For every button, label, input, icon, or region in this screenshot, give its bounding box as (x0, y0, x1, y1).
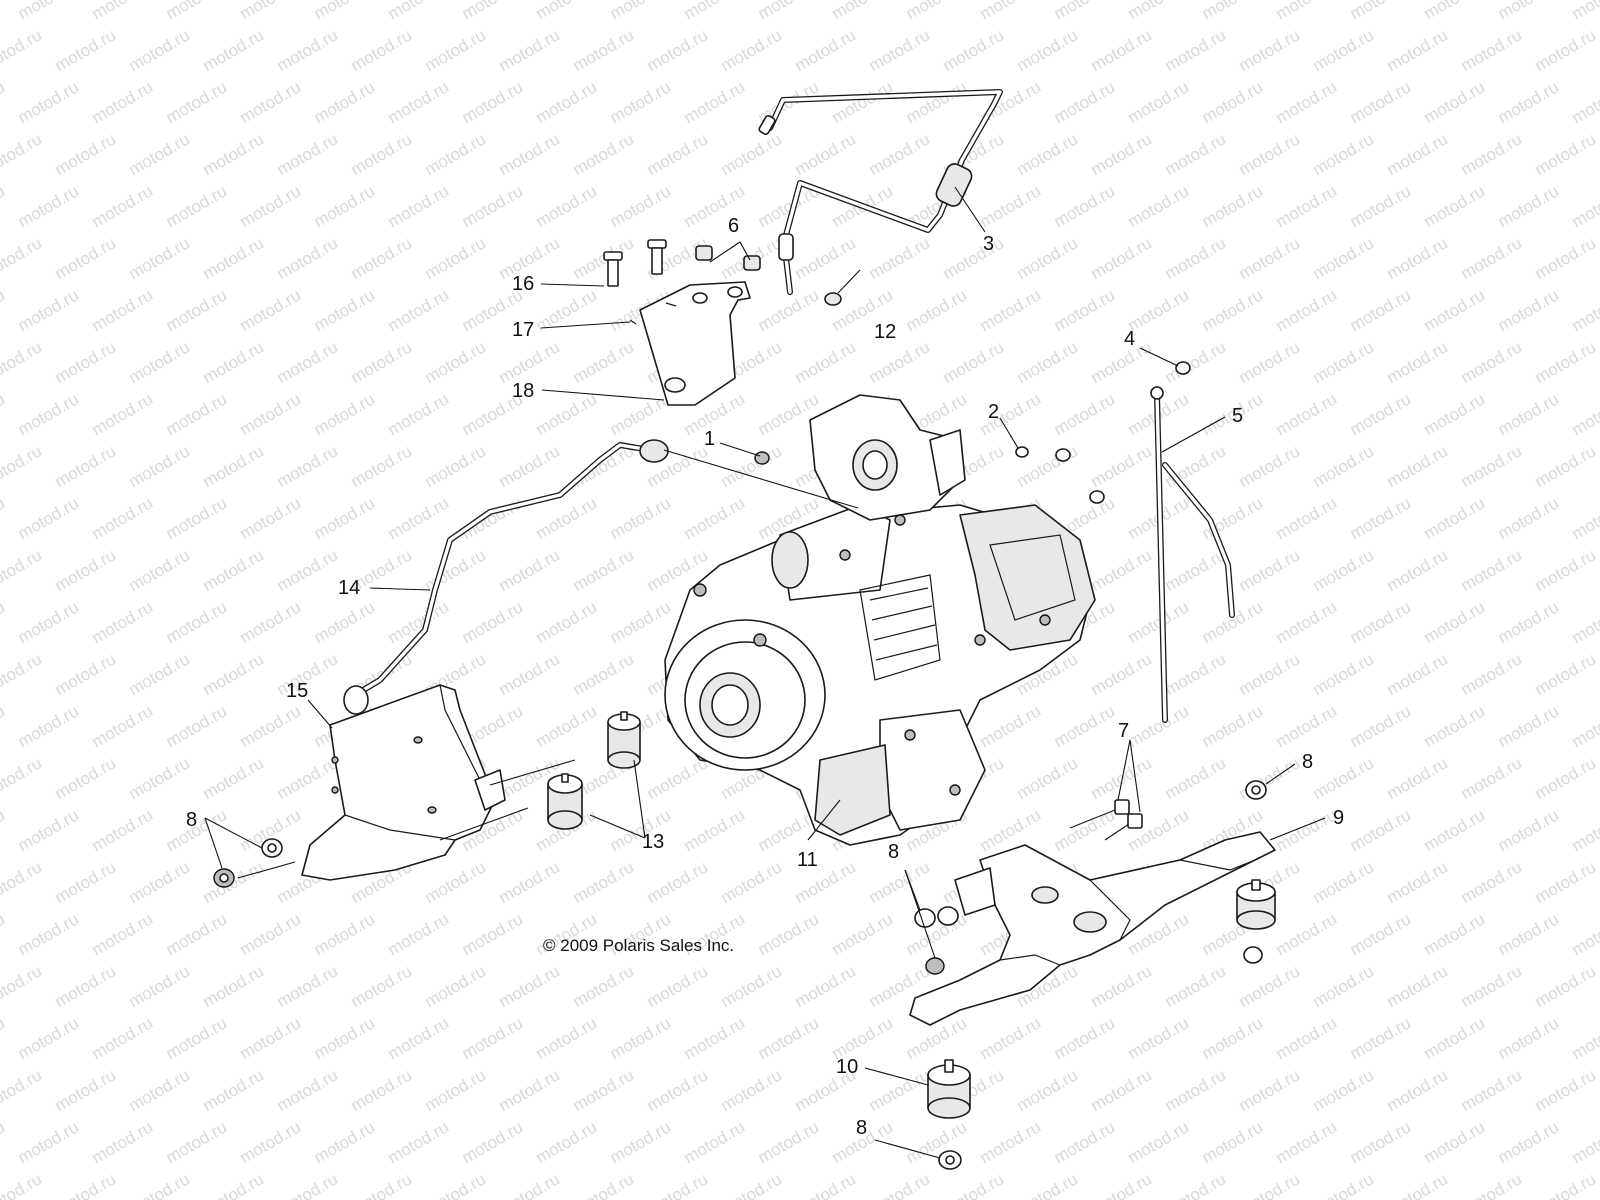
bolt-2b (1055, 448, 1071, 462)
callout-8-right: 8 (1302, 751, 1313, 773)
rubber-mount-13a (607, 711, 641, 769)
callout-8-left: 8 (186, 809, 197, 831)
callout-16: 16 (512, 273, 534, 295)
callout-13: 13 (642, 831, 664, 853)
callout-1: 1 (704, 428, 715, 450)
nut-8-right-low (1243, 946, 1263, 964)
nut-1 (754, 451, 770, 465)
callout-7: 7 (1118, 720, 1129, 742)
callout-10: 10 (836, 1056, 858, 1078)
breather-hose-upper (758, 89, 1003, 295)
callout-8-bottom: 8 (856, 1117, 867, 1139)
bolts-7 (1069, 799, 1143, 841)
nut-8-mid-a (914, 908, 936, 928)
leader-lines (204, 186, 1326, 1159)
nut-6c (743, 255, 761, 271)
callout-5: 5 (1232, 405, 1243, 427)
bolt-2c (1089, 490, 1105, 504)
callout-2: 2 (988, 401, 999, 423)
vent-tube (1150, 386, 1235, 723)
rubber-mount-10 (927, 1059, 971, 1119)
clip-12 (824, 292, 842, 306)
callout-labels: 1 2 3 4 5 6 7 8 8 8 8 9 10 11 12 13 14 1… (186, 215, 1344, 1139)
callout-3: 3 (983, 233, 994, 255)
bolt-4 (1175, 361, 1191, 375)
callout-17: 17 (512, 319, 534, 341)
engine-crossmember (909, 831, 1276, 1026)
nut-8-mid-b (937, 906, 959, 926)
callout-4: 4 (1124, 328, 1135, 350)
callout-15: 15 (286, 680, 308, 702)
copyright-notice: © 2009 Polaris Sales Inc. (543, 936, 734, 955)
bolt-16 (603, 251, 623, 287)
nut-8-mid-c (925, 957, 945, 975)
callout-14: 14 (338, 577, 360, 599)
callout-6: 6 (728, 215, 739, 237)
washer-17 (629, 319, 637, 325)
nut-6b (695, 245, 713, 261)
engine-assembly (664, 394, 1096, 846)
bolt-2a (1015, 446, 1029, 458)
rubber-mount-right (1236, 879, 1276, 930)
callout-11: 11 (797, 849, 818, 871)
upper-bracket (639, 281, 751, 406)
left-mount-bracket (301, 684, 506, 881)
bolt-6a (647, 239, 667, 275)
callout-12: 12 (874, 321, 896, 343)
callout-8-mid: 8 (888, 841, 899, 863)
rubber-mount-13b (547, 773, 583, 830)
callout-18: 18 (512, 380, 534, 402)
breather-hose-lower (343, 439, 669, 715)
callout-9: 9 (1333, 807, 1344, 829)
